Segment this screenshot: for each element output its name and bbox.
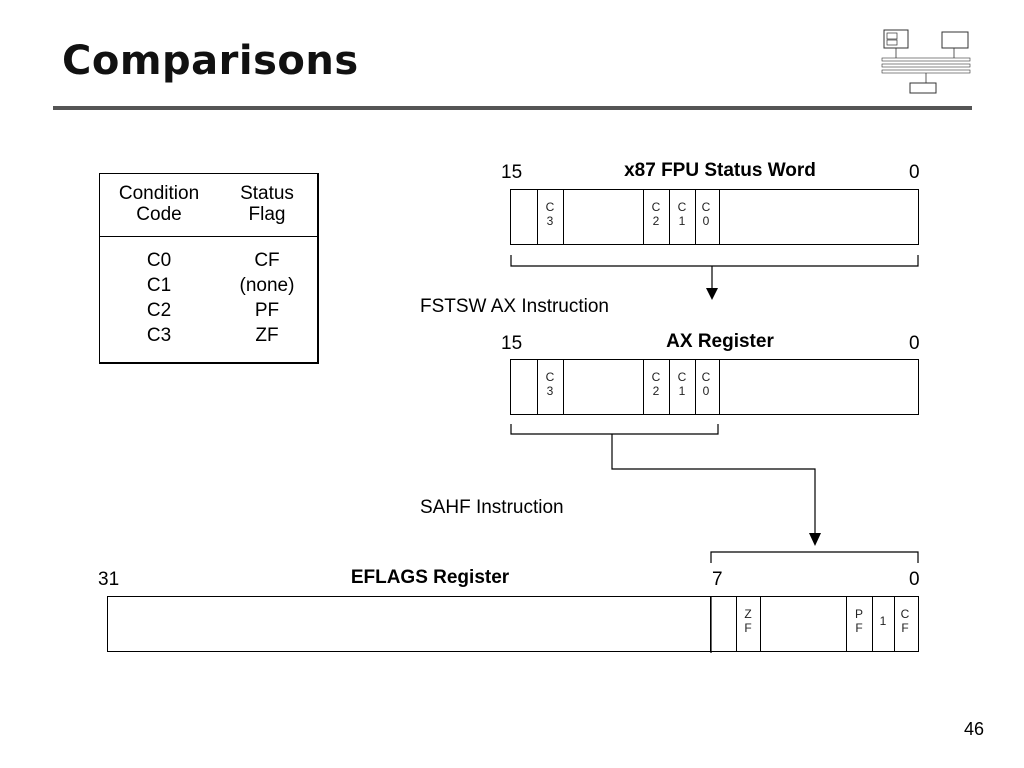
arrow-down-icon [706, 288, 718, 300]
computer-architecture-thumbnail-icon [881, 29, 971, 94]
table-cell: PF [254, 300, 280, 321]
table-cell: C1 [146, 275, 172, 296]
page-title: Comparisons [62, 38, 359, 84]
eflags-high-bit-label: 31 [98, 569, 120, 590]
ax-register-title: AX Register [666, 331, 774, 352]
header-status-flag: Status Flag [240, 183, 294, 225]
table-cell: (none) [239, 275, 295, 296]
title-divider [53, 106, 972, 110]
eflags-low-bit-label: 0 [909, 569, 920, 590]
fstsw-instruction-label: FSTSW AX Instruction [420, 296, 609, 317]
status-flag-column: CF (none) PF ZF [222, 248, 312, 348]
table-cell: C2 [146, 300, 172, 321]
header-condition-code: Condition Code [118, 183, 200, 225]
table-cell: ZF [255, 325, 279, 346]
fpu-low-bit-label: 0 [909, 162, 920, 183]
condition-code-table: Condition Code Status Flag C0 C1 C2 C3 C… [99, 173, 319, 364]
ax-high-bit-label: 15 [501, 333, 523, 354]
bit-reserved-one: 1 [879, 614, 887, 628]
ax-low-bit-label: 0 [909, 333, 920, 354]
arrow-down-icon [809, 533, 821, 546]
fpu-status-word-title: x87 FPU Status Word [624, 160, 816, 181]
condition-code-column: C0 C1 C2 C3 [108, 248, 210, 348]
table-cell: C3 [146, 325, 172, 346]
eflags-register-title: EFLAGS Register [350, 567, 510, 588]
table-header-row: Condition Code Status Flag [100, 174, 317, 237]
eflags-mid-bit-label: 7 [712, 569, 723, 590]
page-number: 46 [964, 719, 985, 739]
table-cell: C0 [146, 250, 172, 271]
fpu-high-bit-label: 15 [501, 162, 523, 183]
sahf-instruction-label: SAHF Instruction [420, 497, 564, 518]
table-cell: CF [254, 250, 280, 271]
